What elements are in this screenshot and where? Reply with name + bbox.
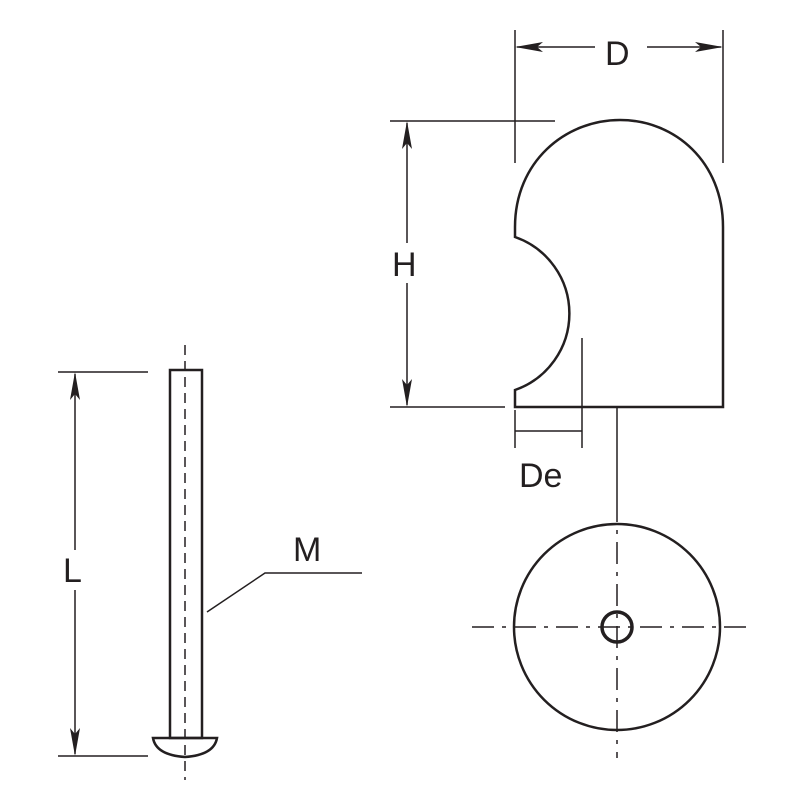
knob-side-view: D H De <box>388 28 725 500</box>
knob-bottom-view <box>472 500 752 758</box>
label-De: De <box>519 457 562 495</box>
screw-shank <box>168 368 204 740</box>
label-H: H <box>392 246 417 284</box>
label-M: M <box>293 531 321 569</box>
h-label-gap <box>388 243 428 283</box>
m-leader-line <box>206 572 362 613</box>
l-label-gap <box>55 550 95 590</box>
screw-side-view: L M <box>55 345 362 780</box>
d-label-gap <box>595 28 647 68</box>
label-D: D <box>605 35 630 73</box>
screw-hole-circle <box>600 610 634 644</box>
screw-head <box>151 736 219 759</box>
knob-profile <box>513 118 725 409</box>
label-L: L <box>63 552 82 590</box>
knob-base-circle <box>512 522 722 732</box>
